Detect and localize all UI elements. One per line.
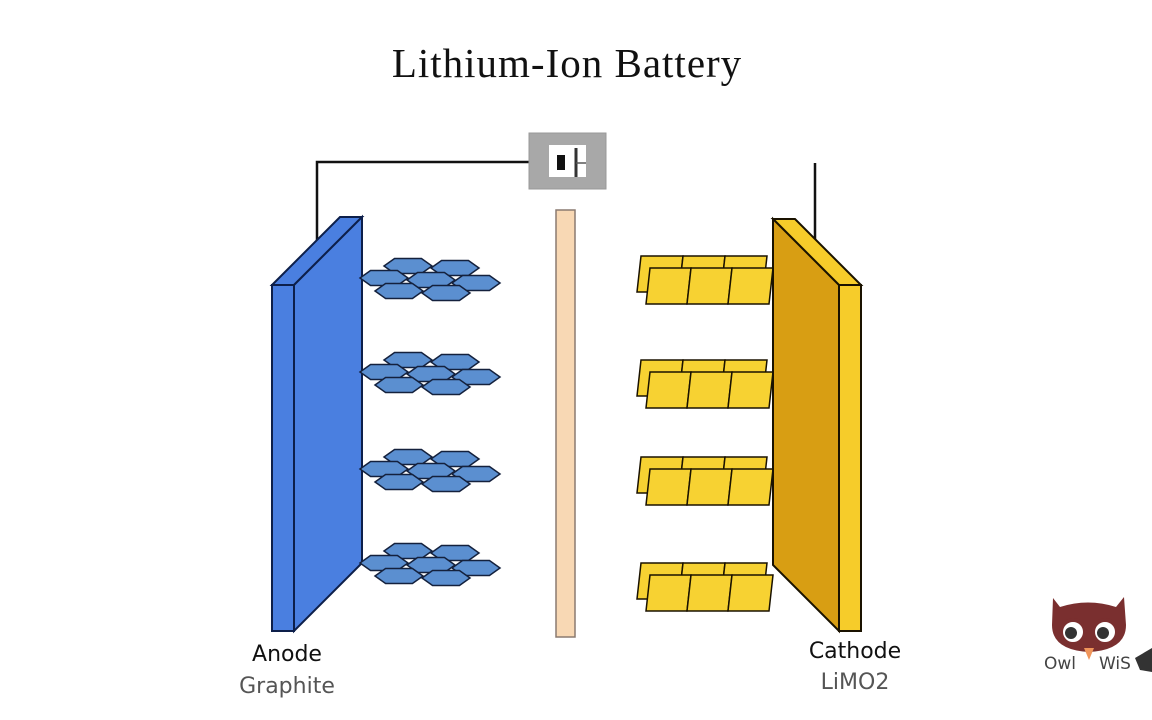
diagram-title: Lithium-Ion Battery (392, 40, 742, 86)
owl-icon (1052, 597, 1126, 660)
cathode-particle-layers (636, 255, 774, 612)
graphite-hexagon (373, 473, 425, 491)
battery-symbol-icon (528, 132, 607, 190)
cathode-material: LiMO2 (821, 670, 890, 695)
graphite-hexagon (373, 376, 425, 394)
cathode-particle (727, 371, 774, 409)
cathode-label: Cathode (809, 639, 901, 664)
cathode-particle (645, 574, 692, 612)
graphite-layer (358, 351, 502, 396)
anode-label: Anode (252, 642, 322, 667)
anode-material: Graphite (239, 674, 335, 699)
graphite-hexagon (358, 269, 410, 287)
cathode-particle (727, 468, 774, 506)
cathode-particle-layer (636, 562, 774, 612)
cathode-particle (686, 574, 733, 612)
cathode-particle (727, 574, 774, 612)
logo-text-wis: WiS (1099, 654, 1131, 674)
cathode-particle-layer (636, 359, 774, 409)
graphite-hexagon (358, 460, 410, 478)
graphite-hexagon (373, 567, 425, 585)
cathode-particle (645, 267, 692, 305)
graphite-layer (358, 448, 502, 493)
cathode-particle (686, 468, 733, 506)
graphite-hexagon (420, 475, 472, 493)
logo-text-owl: Owl (1044, 654, 1076, 674)
graphite-layer (358, 257, 502, 302)
graphite-hexagon (373, 282, 425, 300)
graphite-hexagon (420, 569, 472, 587)
cathode-particle (645, 371, 692, 409)
cathode-particle (686, 267, 733, 305)
anode-plate (269, 214, 365, 634)
cathode-particle (686, 371, 733, 409)
separator (555, 209, 576, 638)
cathode-particle (645, 468, 692, 506)
graphite-hexagon (420, 284, 472, 302)
circuit-wire (315, 160, 817, 250)
cathode-particle-layer (636, 255, 774, 305)
cathode-particle-layer (636, 456, 774, 506)
cathode-particle (727, 267, 774, 305)
graphite-hexagon (358, 363, 410, 381)
graphite-hexagon (420, 378, 472, 396)
cathode-plate (770, 216, 864, 634)
graphite-layer (358, 542, 502, 587)
anode-graphite-layers (358, 257, 502, 587)
owlwis-logo: Owl WiS (1044, 597, 1152, 674)
graduation-cap-icon (1135, 648, 1152, 672)
graphite-hexagon (358, 554, 410, 572)
